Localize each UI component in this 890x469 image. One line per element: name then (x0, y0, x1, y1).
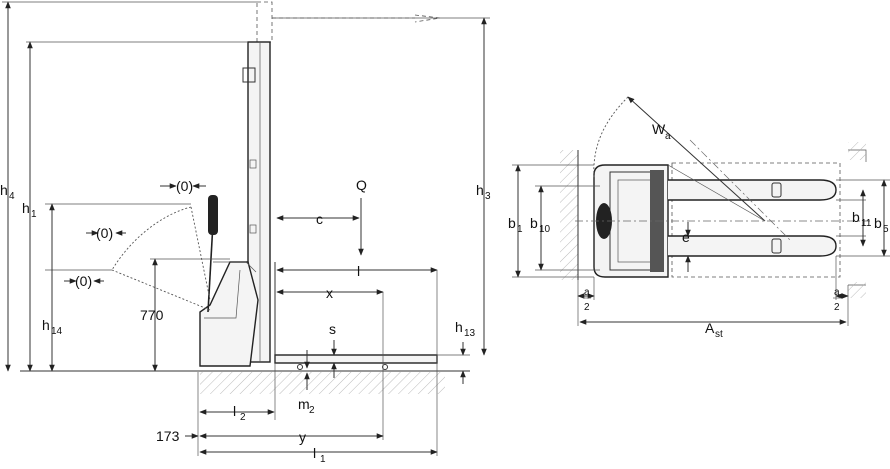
svg-text:b: b (874, 215, 882, 231)
dim-Wa: W (652, 121, 666, 137)
mast-extension-dashed (256, 1, 441, 43)
dim-b5: b 5 (874, 179, 889, 257)
svg-text:1: 1 (517, 224, 523, 235)
svg-text:10: 10 (539, 224, 551, 235)
dim-a2-right: a 2 (833, 256, 849, 326)
tiller-angle-low: (0) (64, 273, 104, 289)
dim-l1: l 1 (199, 445, 438, 465)
svg-text:a: a (665, 131, 671, 142)
tiller-swing-lines (111, 206, 211, 311)
tiller-angle-top-label: (0) (176, 178, 193, 194)
dim-h4: h 4 (0, 1, 15, 372)
svg-text:e: e (682, 229, 690, 245)
svg-text:m: m (298, 396, 310, 412)
dim-m2: m 2 (298, 350, 315, 416)
svg-text:2: 2 (584, 302, 590, 313)
dim-s: s (329, 321, 337, 378)
tiller-swing-arc (111, 206, 192, 271)
wall-hatching-left (560, 150, 578, 280)
svg-text:2: 2 (834, 302, 840, 313)
truck-body (199, 261, 259, 367)
dim-h13: h 13 (455, 319, 476, 384)
pallet-outline (671, 162, 841, 278)
dim-h14: h 14 (42, 203, 63, 372)
tiller-angle-mid-label: (0) (96, 225, 113, 241)
svg-text:A: A (705, 320, 715, 336)
side-view: (0) (0) (0) (0, 1, 491, 465)
dim-770: 770 (140, 258, 164, 372)
svg-text:173: 173 (156, 428, 180, 444)
svg-text:1: 1 (320, 454, 326, 465)
dim-e: e (682, 222, 691, 272)
svg-text:a: a (584, 287, 590, 298)
top-view: W a b 1 b 10 b 11 (508, 96, 890, 340)
dim-b10: b 10 (530, 185, 551, 271)
dim-h3: h 3 (476, 17, 491, 356)
load-Q: Q (356, 177, 367, 256)
svg-text:l: l (357, 263, 360, 279)
dim-l: l (276, 263, 438, 279)
svg-text:1: 1 (31, 209, 37, 220)
svg-text:5: 5 (883, 224, 889, 235)
svg-text:b: b (852, 209, 860, 225)
tiller-angle-low-label: (0) (75, 273, 92, 289)
svg-text:13: 13 (464, 328, 476, 339)
dim-Wa-line (627, 96, 766, 222)
dim-h1: h 1 (22, 41, 37, 372)
forks (274, 262, 438, 370)
svg-text:770: 770 (140, 307, 164, 323)
turning-arc (593, 96, 629, 179)
svg-text:4: 4 (9, 191, 15, 202)
dim-y: y (199, 429, 384, 445)
dim-b1: b 1 (508, 164, 523, 278)
tiller-angle-mid: (0) (86, 225, 126, 241)
svg-text:Q: Q (356, 177, 367, 193)
svg-text:11: 11 (861, 218, 872, 229)
svg-text:14: 14 (51, 326, 63, 337)
svg-text:h: h (455, 319, 463, 335)
svg-text:st: st (715, 329, 723, 340)
svg-text:h: h (22, 200, 30, 216)
svg-text:2: 2 (309, 405, 315, 416)
svg-text:2: 2 (240, 412, 246, 423)
svg-text:3: 3 (485, 191, 491, 202)
svg-text:h: h (476, 182, 484, 198)
dim-l2: l 2 (199, 403, 275, 423)
svg-text:b: b (508, 215, 516, 231)
svg-text:l: l (313, 445, 316, 461)
svg-text:y: y (299, 429, 306, 445)
ground-hatching (200, 372, 445, 394)
dim-173: 173 (156, 428, 199, 444)
svg-text:l: l (233, 403, 236, 419)
svg-text:h: h (0, 182, 8, 198)
svg-text:x: x (326, 285, 333, 301)
tiller-angle-top: (0) (160, 178, 206, 194)
forks-top (668, 179, 837, 257)
svg-text:c: c (316, 211, 323, 227)
svg-text:h: h (42, 317, 50, 333)
dim-c: c (276, 211, 360, 227)
svg-text:a: a (834, 287, 840, 298)
dim-b11: b 11 (852, 189, 872, 247)
svg-text:s: s (329, 321, 336, 337)
dim-a2-left: a 2 (577, 277, 595, 326)
dim-Ast: A st (579, 319, 847, 340)
dim-x: x (276, 285, 384, 301)
svg-text:b: b (530, 215, 538, 231)
extension-lines (2, 1, 490, 456)
